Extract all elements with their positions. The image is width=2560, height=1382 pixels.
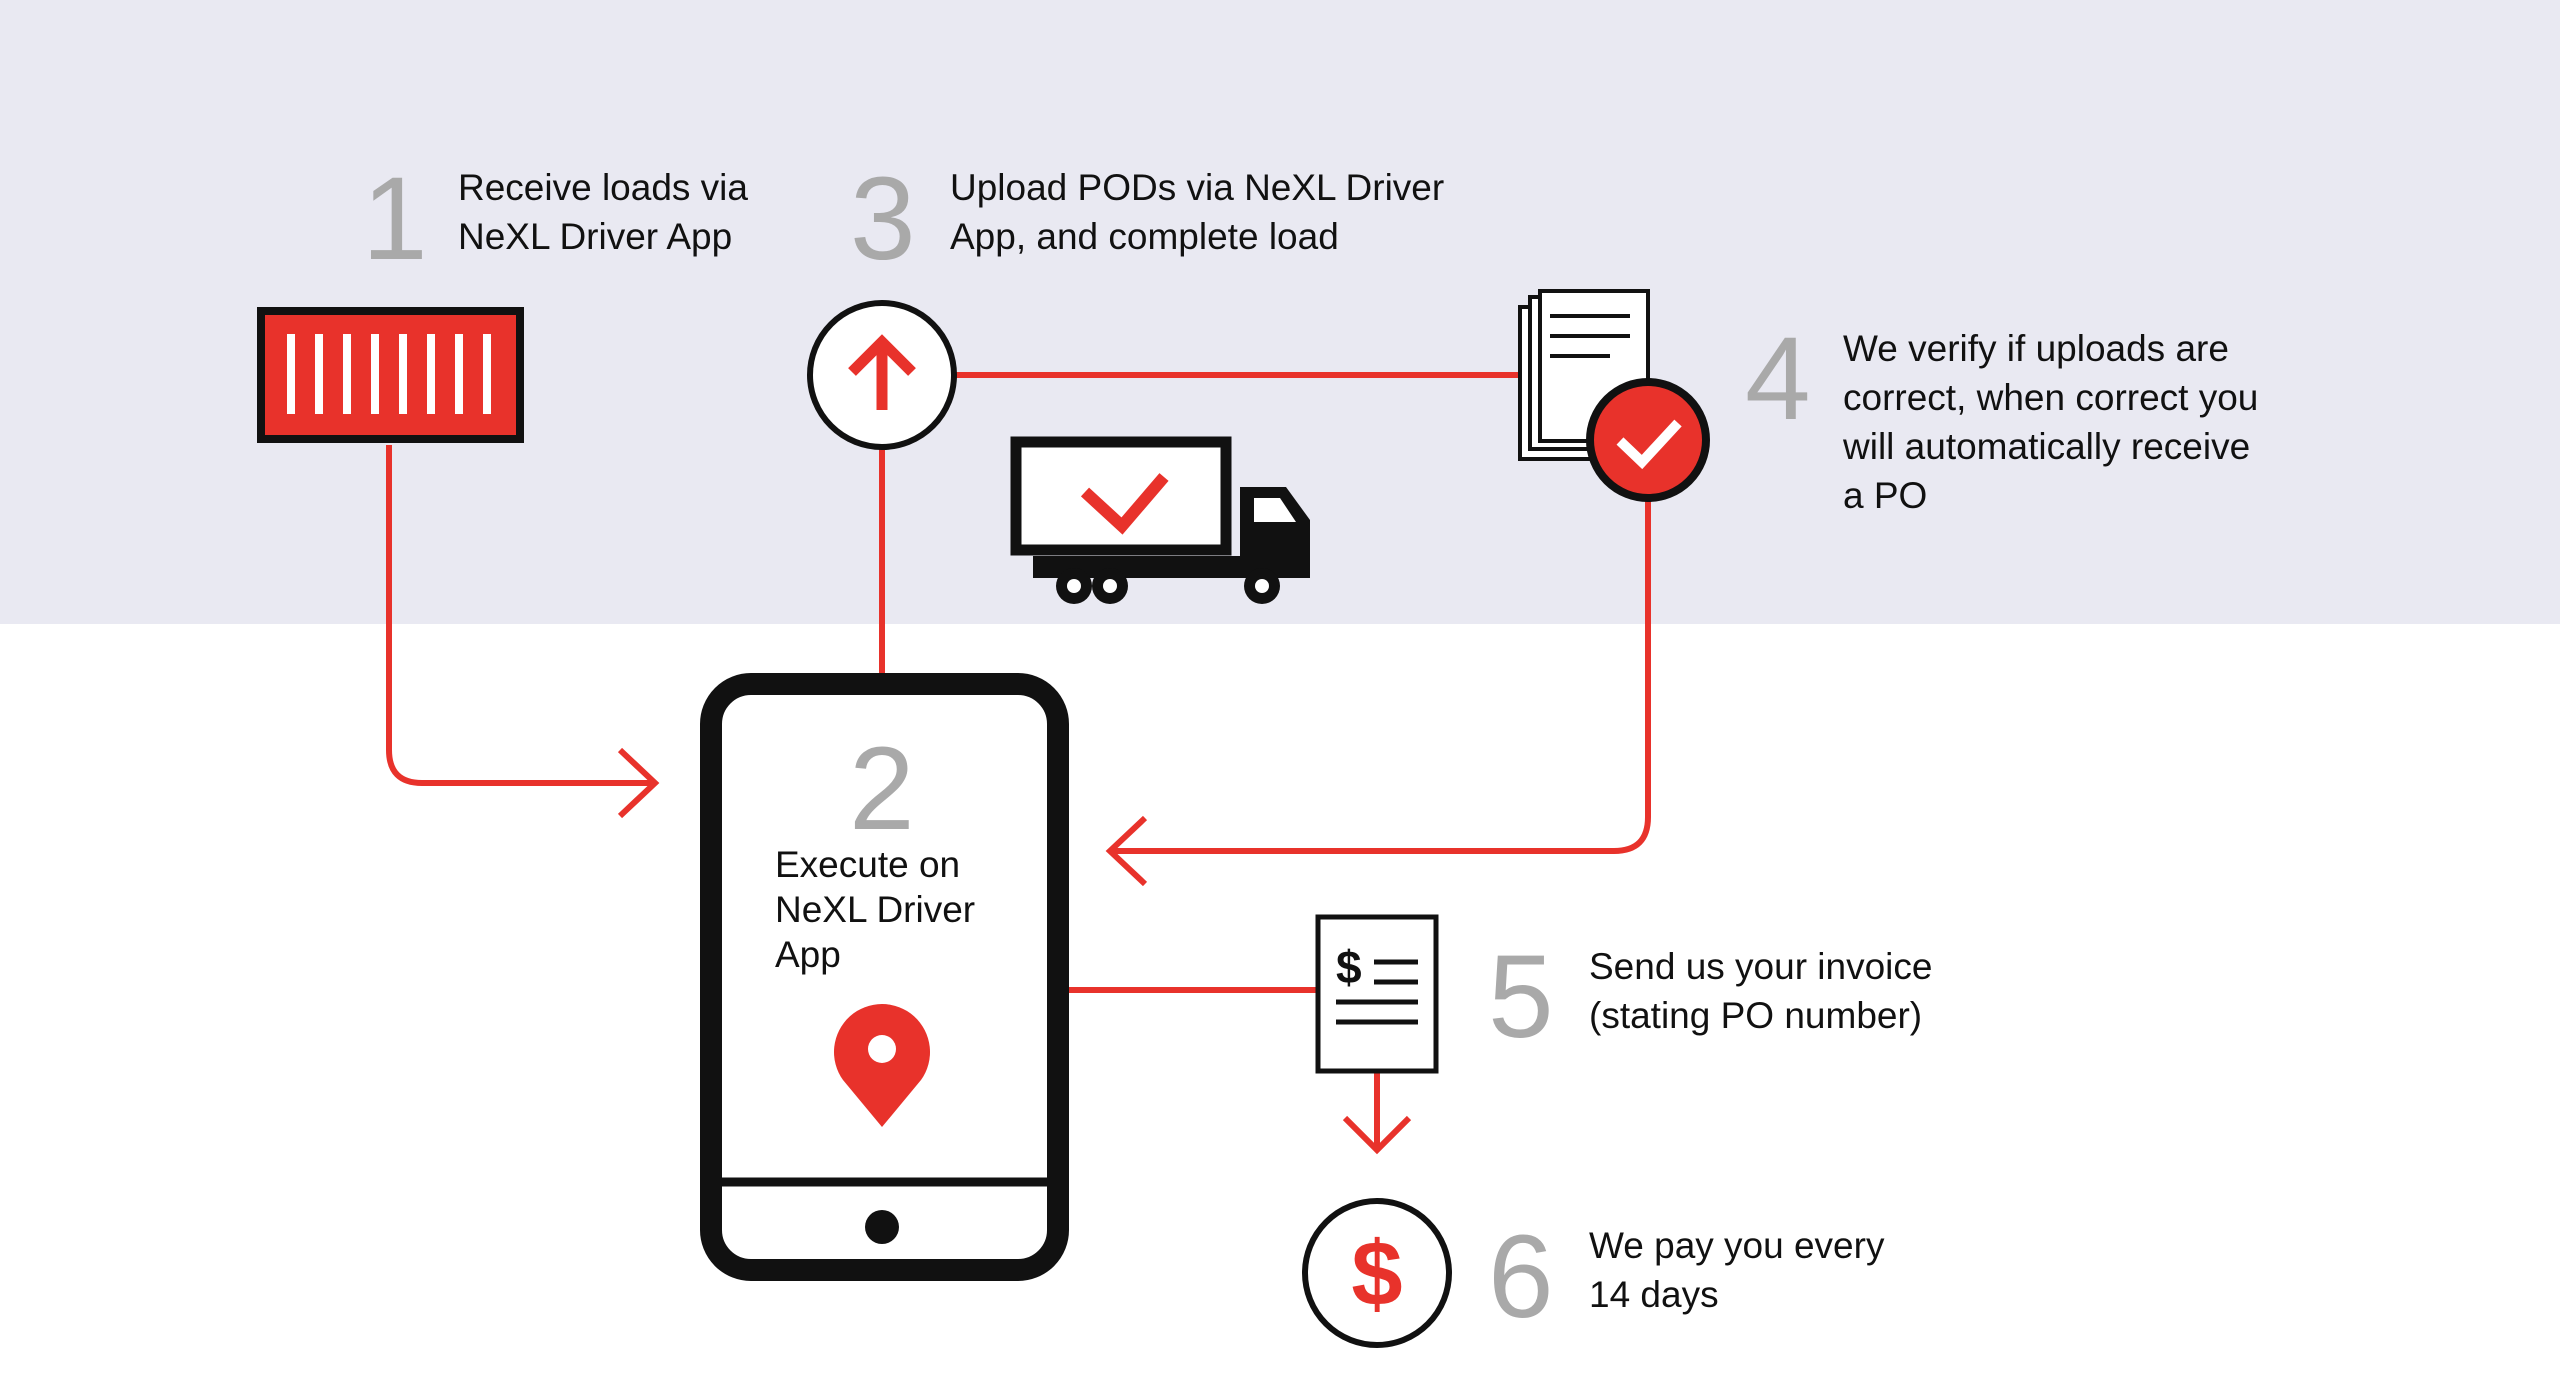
step-3-label: Upload PODs via NeXL Driver App, and com… (950, 163, 1444, 261)
step-5-label: Send us your invoice (stating PO number) (1589, 942, 1932, 1040)
step-2-label-line: App (775, 934, 841, 975)
step-3-label-line: Upload PODs via NeXL Driver (950, 167, 1445, 208)
arrowhead-into-payment (1342, 1115, 1412, 1155)
step-2-label-line: Execute on (775, 844, 961, 885)
step-number-2: 2 (849, 723, 915, 855)
step-4-label-line: will automatically receive (1843, 426, 2251, 467)
invoice-icon: $ (1315, 914, 1439, 1074)
step-6-label-line: We pay you every (1589, 1225, 1885, 1266)
step-3-label-line: App, and complete load (950, 216, 1339, 257)
arrowhead-into-phone-left (617, 747, 660, 819)
step-6-label-line: 14 days (1589, 1274, 1719, 1315)
connector-container-to-phone (386, 445, 655, 786)
step-1-label-line: NeXL Driver App (458, 216, 733, 257)
shipping-container-icon (257, 307, 524, 443)
step-number-6: 6 (1488, 1211, 1554, 1343)
step-4-label: We verify if uploads are correct, when c… (1843, 324, 2258, 520)
step-1-label: Receive loads via NeXL Driver App (458, 163, 748, 261)
delivery-truck-check-icon (1010, 436, 1310, 604)
step-number-1: 1 (362, 153, 428, 285)
step-4-label-line: a PO (1843, 475, 1928, 516)
step-number-3: 3 (850, 153, 916, 285)
step-2-label-line: NeXL Driver (775, 889, 976, 930)
verified-document-icon (1518, 289, 1710, 502)
smartphone-location-pin-icon (700, 673, 1069, 1281)
step-number-5: 5 (1488, 931, 1554, 1063)
step-2-label: Execute on NeXL Driver App (775, 842, 975, 977)
svg-text:$: $ (1336, 941, 1362, 993)
svg-text:$: $ (1351, 1223, 1402, 1325)
step-6-label: We pay you every 14 days (1589, 1221, 1884, 1319)
connector-lines (386, 372, 1651, 1155)
upload-arrow-icon (807, 300, 957, 450)
step-1-label-line: Receive loads via (458, 167, 748, 208)
step-5-label-line: (stating PO number) (1589, 995, 1923, 1036)
step-4-label-line: correct, when correct you (1843, 377, 2259, 418)
arrowhead-into-phone-right (1105, 815, 1148, 887)
step-5-label-line: Send us your invoice (1589, 946, 1933, 987)
step-4-label-line: We verify if uploads are (1843, 328, 2229, 369)
step-number-4: 4 (1745, 313, 1811, 445)
connector-verify-to-phone (1110, 497, 1651, 854)
dollar-coin-icon: $ (1302, 1198, 1452, 1348)
